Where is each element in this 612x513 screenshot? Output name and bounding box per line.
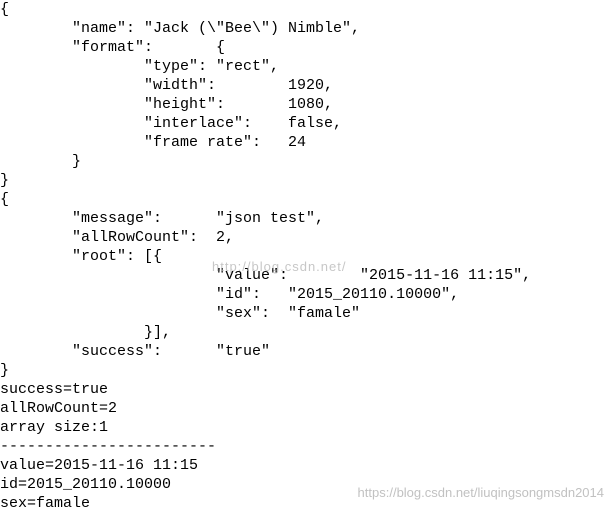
output-line: "format": { (0, 39, 226, 56)
output-line: "frame rate": 24 (0, 134, 307, 151)
output-line: array size:1 (0, 419, 109, 436)
output-line: } (0, 362, 10, 379)
output-line: sex=famale (0, 495, 91, 512)
output-line: "allRowCount": 2, (0, 229, 235, 246)
output-line: id=2015_20110.10000 (0, 476, 172, 493)
output-line: } (0, 172, 10, 189)
output-line: } (0, 153, 82, 170)
separator-line: ------------------------ (0, 438, 217, 455)
output-line: "message": "json test", (0, 210, 325, 227)
output-line: value=2015-11-16 11:15 (0, 457, 199, 474)
output-line: "success": "true" (0, 343, 271, 360)
output-line: "root": [{ (0, 248, 163, 265)
output-line: "type": "rect", (0, 58, 280, 75)
output-line: { (0, 191, 10, 208)
output-line: allRowCount=2 (0, 400, 118, 417)
output-line: { (0, 1, 10, 18)
output-line: "name": "Jack (\"Bee\") Nimble", (0, 20, 361, 37)
output-line: "interlace": false, (0, 115, 343, 132)
output-line: "height": 1080, (0, 96, 334, 113)
watermark-bottom: https://blog.csdn.net/liuqingsongmsdn201… (357, 485, 604, 500)
output-line: "sex": "famale" (0, 305, 361, 322)
output-line: "id": "2015_20110.10000", (0, 286, 460, 303)
watermark-center: http://blog.csdn.net/ (212, 259, 347, 274)
output-line: "value": "2015-11-16 11:15", (0, 267, 532, 284)
output-line: "width": 1920, (0, 77, 334, 94)
output-line: }], (0, 324, 172, 341)
output-line: success=true (0, 381, 109, 398)
